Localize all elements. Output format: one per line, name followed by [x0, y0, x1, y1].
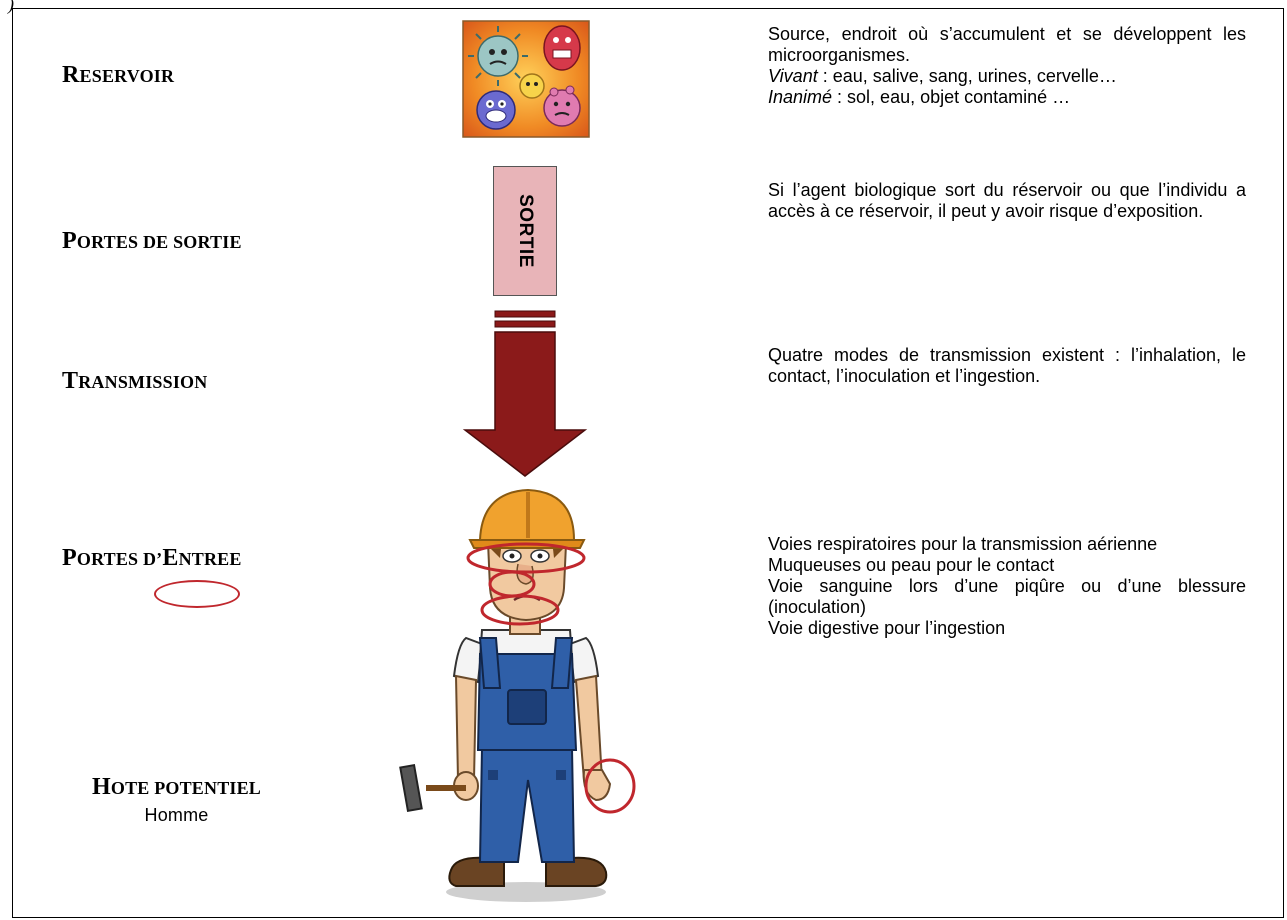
- helmet: [468, 488, 586, 549]
- vivant-text: : eau, salive, sang, urines, cervelle…: [817, 66, 1117, 86]
- sortie-text: Si l’agent biologique sort du réservoir …: [768, 180, 1246, 221]
- red-germ: [543, 25, 581, 71]
- pink-germ: [543, 85, 581, 127]
- green-germ: [468, 26, 528, 86]
- legend-ellipse: [154, 580, 240, 608]
- description-reservoir: Source, endroit où s’accumulent et se dé…: [768, 24, 1246, 108]
- stage-initial: R: [62, 62, 80, 88]
- host-sub-label: Homme: [144, 805, 209, 825]
- arrow-body: [462, 331, 588, 477]
- corner-mark: ): [8, 0, 14, 14]
- stage-initial: P: [62, 545, 77, 571]
- overalls-body: [476, 637, 578, 780]
- reservoir-inanime: Inanimé : sol, eau, objet contaminé …: [768, 87, 1246, 108]
- sortie-box-label: SORTIE: [515, 194, 536, 268]
- stage-initial: E: [162, 545, 179, 571]
- stage-initial: H: [92, 774, 111, 800]
- diagram-frame: [12, 8, 1284, 918]
- stage-rest: ESERVOIR: [79, 66, 175, 86]
- stage-initial: T: [62, 368, 79, 394]
- sortie-box: SORTIE: [493, 166, 557, 296]
- entree-line: Voies respiratoires pour la transmission…: [768, 534, 1158, 554]
- entree-line: Voie sanguine lors d’une piqûre ou d’une…: [768, 576, 1246, 617]
- mouth-highlight: [480, 594, 560, 626]
- hand-highlight: [584, 758, 636, 814]
- overalls-legs: [478, 747, 576, 863]
- stage-rest: OTE POTENTIEL: [110, 778, 262, 798]
- germs-illustration: [462, 20, 590, 138]
- description-sortie: Si l’agent biologique sort du réservoir …: [768, 180, 1246, 222]
- stage-label-portes-sortie: PORTES DE SORTIE: [62, 228, 242, 255]
- stage-label-reservoir: RESERVOIR: [62, 62, 174, 89]
- down-arrow-icon: [462, 310, 588, 477]
- description-entree: Voies respiratoires pour la transmission…: [768, 534, 1246, 639]
- stage-rest: ORTES D’: [76, 549, 163, 569]
- entree-line: Voie digestive pour l’ingestion: [768, 618, 1006, 638]
- reservoir-vivant: Vivant : eau, salive, sang, urines, cerv…: [768, 66, 1246, 87]
- stage-rest: ORTES DE SORTIE: [76, 232, 242, 252]
- worker-with-hammer-illustration: [399, 488, 636, 902]
- entry-point-highlights: [466, 542, 636, 814]
- shoes: [448, 856, 608, 887]
- inanime-label: Inanimé: [768, 87, 833, 107]
- stage-label-portes-entree: PORTES D’ENTREE: [62, 545, 242, 572]
- arrow-stripe: [494, 320, 556, 328]
- stage-initial: P: [62, 228, 77, 254]
- stage-label-transmission: TRANSMISSION: [62, 368, 207, 395]
- transmission-text: Quatre modes de transmission existent : …: [768, 345, 1246, 386]
- inanime-text: : sol, eau, objet contaminé …: [832, 87, 1071, 107]
- stage-rest: RANSMISSION: [78, 372, 208, 392]
- reservoir-definition: Source, endroit où s’accumulent et se dé…: [768, 24, 1246, 65]
- stage-rest: NTREE: [178, 549, 242, 569]
- yellow-germ: [519, 73, 545, 99]
- purple-germ: [476, 90, 516, 130]
- eyes-highlight: [466, 542, 586, 574]
- arrow-stripe: [494, 310, 556, 318]
- description-transmission: Quatre modes de transmission existent : …: [768, 345, 1246, 387]
- entree-line: Muqueuses ou peau pour le contact: [768, 555, 1055, 575]
- hammer: [399, 763, 466, 813]
- stage-label-hote: HOTE POTENTIEL Homme: [92, 774, 261, 826]
- vivant-label: Vivant: [768, 66, 818, 86]
